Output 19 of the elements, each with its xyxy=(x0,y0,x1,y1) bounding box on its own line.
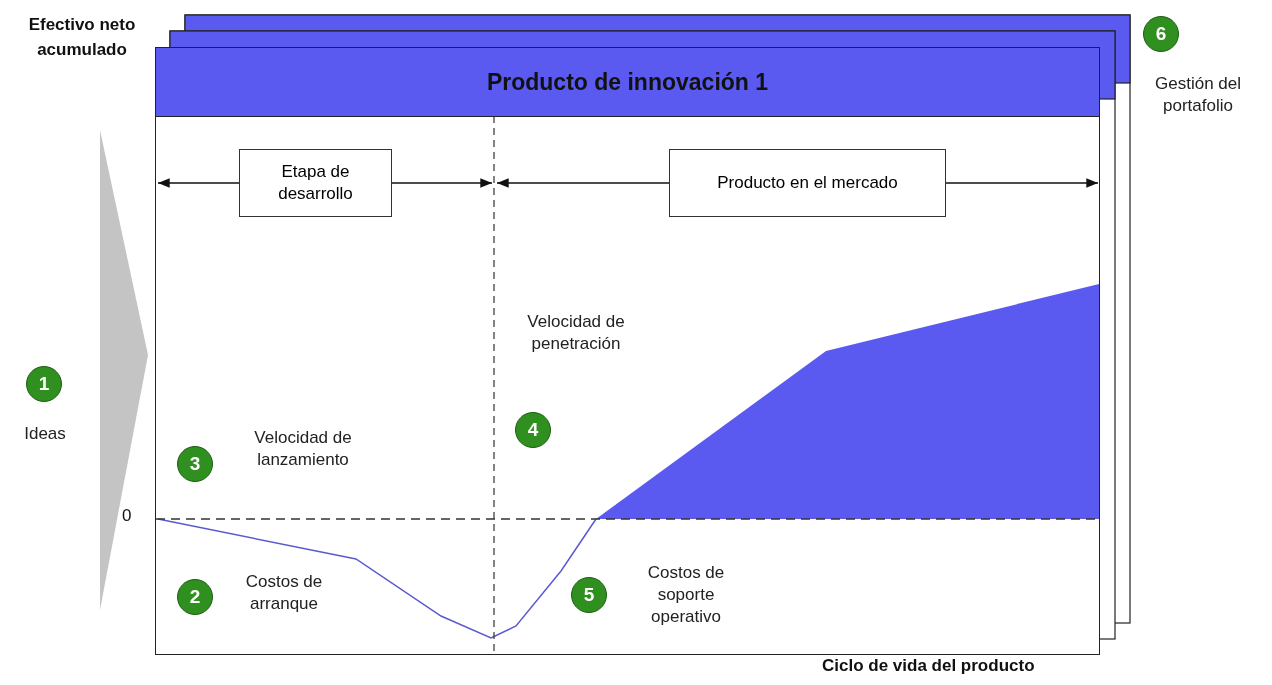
axis-title: Efectivo neto acumulado xyxy=(27,14,137,61)
node-label: Costos de soporte operativo xyxy=(646,562,726,628)
number-badge: 2 xyxy=(177,579,213,615)
number-badge: 6 xyxy=(1143,16,1179,52)
number-badge: 5 xyxy=(571,577,607,613)
node-label: Ideas xyxy=(23,423,67,445)
node-label: Gestión del portafolio xyxy=(1154,73,1242,117)
chart-panel xyxy=(155,47,1100,655)
number-badge: 1 xyxy=(26,366,62,402)
node-label: Costos de arranque xyxy=(244,571,324,615)
number-badge: 3 xyxy=(177,446,213,482)
node-label: Velocidad de penetración xyxy=(526,311,626,355)
axis-tick-label: 0 xyxy=(122,506,132,526)
header-bar: Producto de innovación 1 xyxy=(156,48,1099,117)
stage-label-box: Producto en el mercado xyxy=(669,149,946,217)
node-label: Velocidad de lanzamiento xyxy=(253,427,353,471)
number-badge: 4 xyxy=(515,412,551,448)
stage-label-box: Etapa de desarrollo xyxy=(239,149,392,217)
axis-title: Ciclo de vida del producto xyxy=(822,656,1035,676)
